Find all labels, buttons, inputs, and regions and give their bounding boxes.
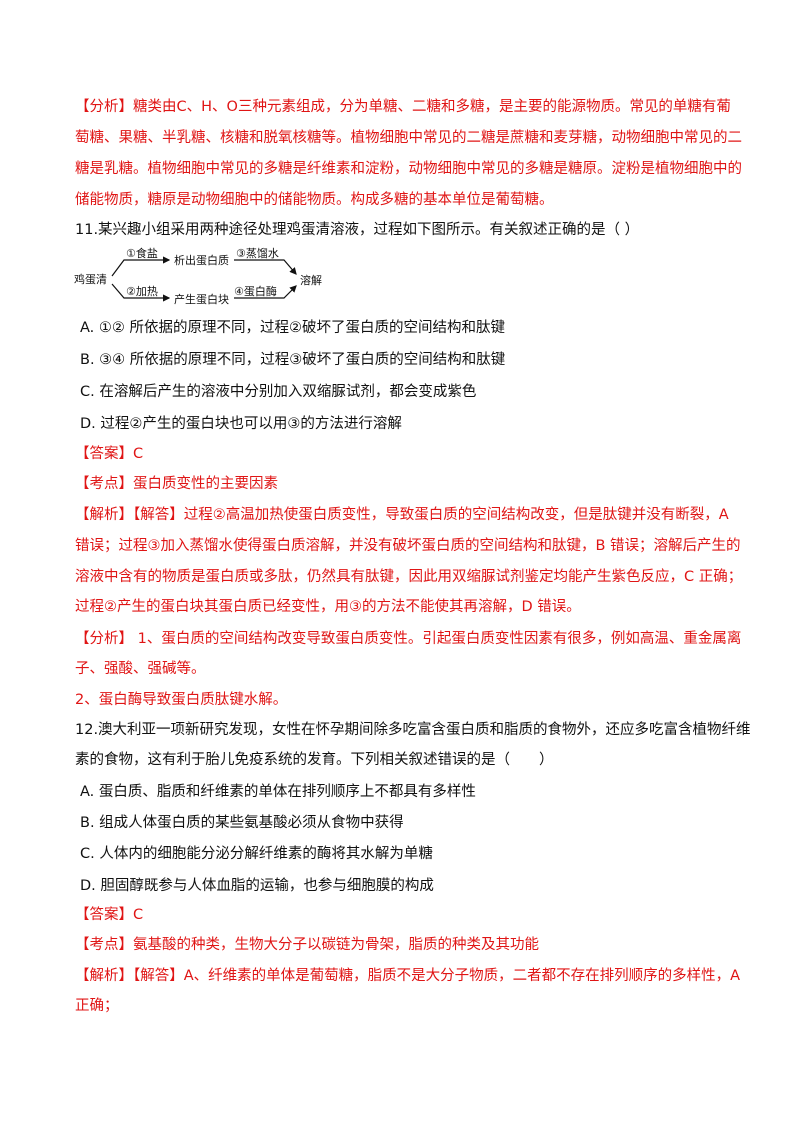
q11-option-c: C. 在溶解后产生的溶液中分别加入双缩脲试剂，都会变成紫色 [80,384,477,400]
diagram-arrow-3 [234,259,297,275]
q11-jiexi-3: 溶液中含有的物质是蛋白质或多肽，仍然具有肽键，因此用双缩脲试剂鉴定均能产生紫色反… [75,569,743,585]
q12-stem-1: 12.澳大利亚一项新研究发现，女性在怀孕期间除多吃富含蛋白质和脂质的食物外，还应… [75,722,751,738]
diagram-arrow-1 [111,256,171,277]
q11-kaodian: 【考点】蛋白质变性的主要因素 [75,476,278,492]
q12-kaodian: 【考点】氨基酸的种类，生物大分子以碳链为骨架，脂质的种类及其功能 [75,937,539,953]
q11-option-b: B. ③④ 所依据的原理不同，过程③破坏了蛋白质的空间结构和肽键 [80,352,506,368]
analysis-line-1: 【分析】糖类由C、H、O三种元素组成，分为单糖、二糖和多糖，是主要的能源物质。常… [75,99,731,115]
q11-fenxi-2: 子、强酸、强碱等。 [75,661,206,677]
q12-option-a: A. 蛋白质、脂质和纤维素的单体在排列顺序上不都具有多样性 [80,784,476,800]
diagram-start-label: 鸡蛋清 [74,272,107,286]
q12-answer: 【答案】C [75,907,144,923]
diagram-end-label: 溶解 [300,273,322,287]
diagram-step4-label: ④蛋白酶 [234,284,277,298]
q11-answer: 【答案】C [75,446,144,462]
diagram-mid1-label: 析出蛋白质 [174,253,229,267]
diagram-arrow-2 [111,283,171,302]
q11-process-diagram: 鸡蛋清 ①食盐 ②加热 析出蛋白质 产生蛋白块 ③蒸馏水 ④蛋白酶 溶解 [74,246,322,306]
q12-stem-2: 素的食物，这有利于胎儿免疫系统的发育。下列相关叙述错误的是（ ） [75,752,554,768]
diagram-mid2-label: 产生蛋白块 [174,292,229,306]
q11-fenxi-1: 【分析】 1、蛋白质的空间结构改变导致蛋白质变性。引起蛋白质变性因素有很多，例如… [75,631,742,647]
q11-jiexi-2: 错误；过程③加入蒸馏水使得蛋白质溶解，并没有破坏蛋白质的空间结构和肽键，B 错误… [75,538,741,554]
q12-option-b: B. 组成人体蛋白质的某些氨基酸必须从食物中获得 [80,815,404,831]
q12-jiexi-1: 【解析】【解答】A、纤维素的单体是葡萄糖，脂质不是大分子物质，二者都不存在排列顺… [75,968,741,984]
analysis-line-3: 糖是乳糖。植物细胞中常见的多糖是纤维素和淀粉，动物细胞中常见的多糖是糖原。淀粉是… [75,161,742,177]
q11-option-d: D. 过程②产生的蛋白块也可以用③的方法进行溶解 [80,416,402,432]
q11-option-a: A. ①② 所依据的原理不同，过程②破坏了蛋白质的空间结构和肽键 [80,320,505,336]
q12-option-d: D. 胆固醇既参与人体血脂的运输，也参与细胞膜的构成 [80,878,434,894]
diagram-step2-label: ②加热 [126,285,158,298]
q11-jiexi-4: 过程②产生的蛋白块其蛋白质已经变性，用③的方法不能使其再溶解，D 错误。 [75,599,581,615]
diagram-step1-label: ①食盐 [126,246,158,260]
analysis-line-2: 萄糖、果糖、半乳糖、核糖和脱氧核糖等。植物细胞中常见的二糖是蔗糖和麦芽糖，动物细… [75,130,742,146]
analysis-line-4: 储能物质，糖原是动物细胞中的储能物质。构成多糖的基本单位是葡萄糖。 [75,192,554,208]
q12-option-c: C. 人体内的细胞能分泌分解纤维素的酶将其水解为单糖 [80,846,433,862]
q11-jiexi-1: 【解析】【解答】过程②高温加热使蛋白质变性，导致蛋白质的空间结构改变，但是肽键并… [75,507,729,523]
q12-jiexi-2: 正确； [75,998,119,1014]
q11-fenxi-3: 2、蛋白酶导致蛋白质肽键水解。 [75,692,288,708]
q11-stem: 11.某兴趣小组采用两种途径处理鸡蛋清溶液，过程如下图所示。有关叙述正确的是（ … [75,222,640,238]
diagram-arrow-4 [234,285,297,299]
diagram-step3-label: ③蒸馏水 [236,246,279,260]
